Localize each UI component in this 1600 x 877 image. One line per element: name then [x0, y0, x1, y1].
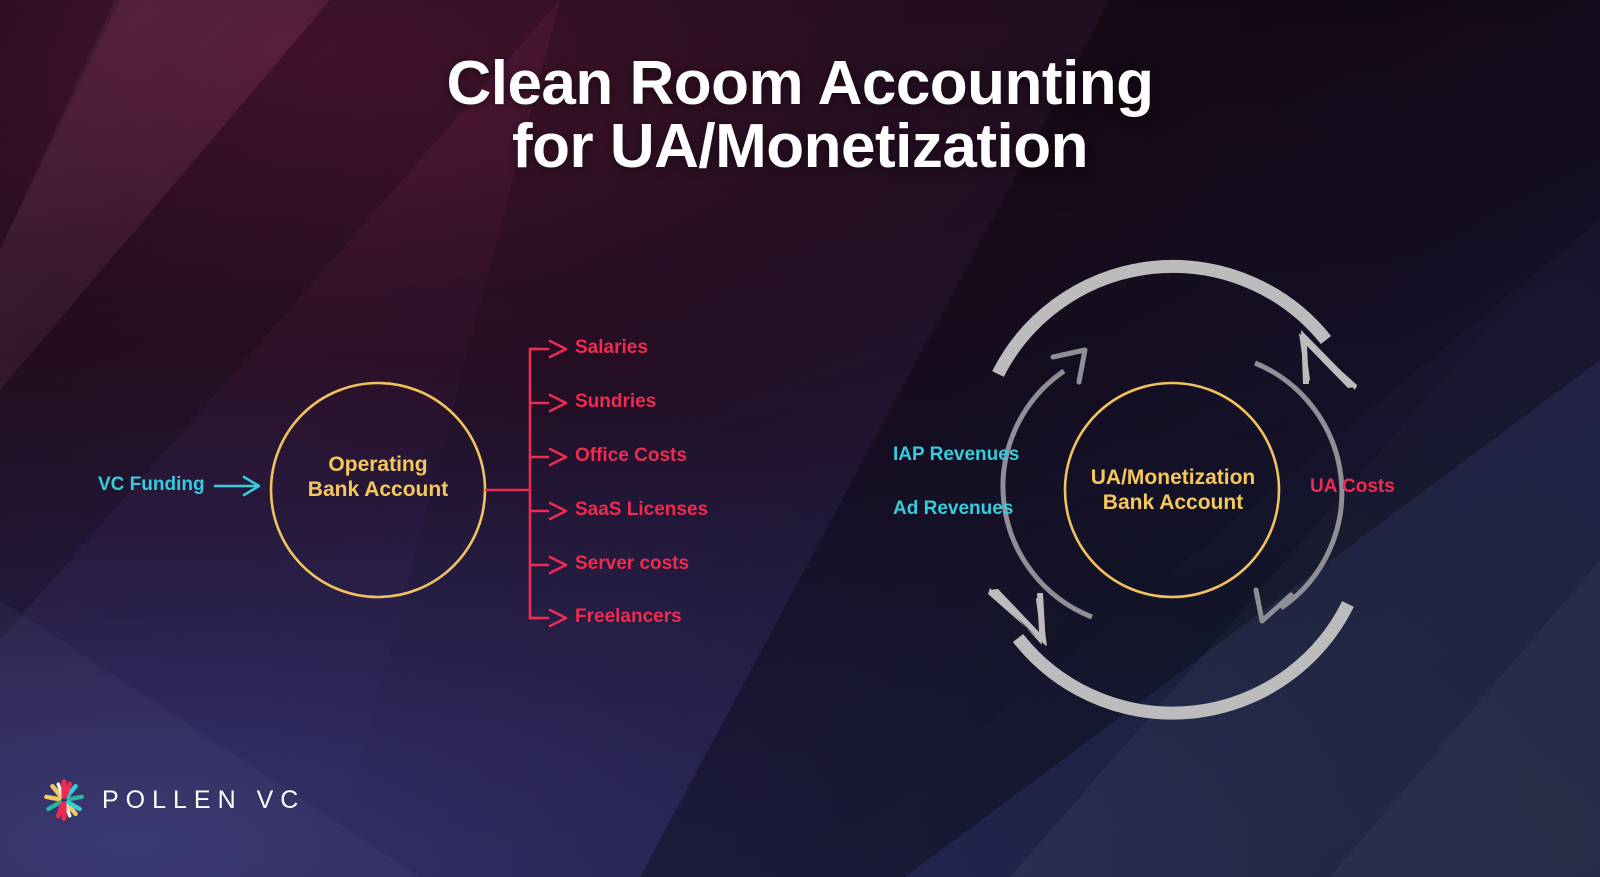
inner-cycle-arrowheads-icon: [1050, 347, 1294, 624]
outer-cycle-arrowheads-icon: [988, 330, 1357, 646]
expense-label-office-costs: Office Costs: [575, 445, 687, 466]
ua-monetization-label: UA/Monetization Bank Account: [1062, 466, 1284, 516]
ua-monetization-circle: [1063, 381, 1281, 599]
vc-funding-label: VC Funding: [98, 474, 205, 495]
iap-revenues-label: IAP Revenues: [893, 444, 1020, 465]
title-line-2: for UA/Monetization: [512, 112, 1089, 182]
pollen-vc-logo[interactable]: POLLEN VC: [42, 778, 305, 822]
ua-monetization-label-line-2: Bank Account: [1102, 490, 1244, 514]
pollen-starburst-icon: [44, 779, 84, 821]
pollen-vc-wordmark: POLLEN VC: [102, 785, 306, 814]
inner-cycle-arrows-icon: [1000, 360, 1345, 620]
expense-label-salaries: Salaries: [575, 337, 648, 358]
expense-label-server-costs: Server costs: [575, 553, 690, 574]
ua-monetization-label-line-1: UA/Monetization: [1090, 466, 1256, 489]
vc-funding-arrow-icon: [213, 475, 261, 497]
operating-bank-label-line-2: Bank Account: [307, 477, 449, 501]
slide-title: Clean Room Accounting for UA/Monetizatio…: [0, 49, 1600, 182]
ad-revenues-label: Ad Revenues: [893, 498, 1014, 519]
expense-label-saas-licenses: SaaS Licenses: [575, 499, 709, 520]
expense-branch-lines: [484, 339, 568, 628]
title-line-1: Clean Room Accounting: [446, 49, 1154, 118]
outer-cycle-arrows-icon: [992, 259, 1354, 720]
ua-costs-label: UA Costs: [1310, 476, 1395, 497]
operating-bank-label-line-1: Operating: [328, 453, 428, 476]
expense-label-sundries: Sundries: [575, 391, 657, 412]
expense-label-freelancers: Freelancers: [575, 606, 682, 627]
operating-bank-label: Operating Bank Account: [268, 453, 488, 503]
